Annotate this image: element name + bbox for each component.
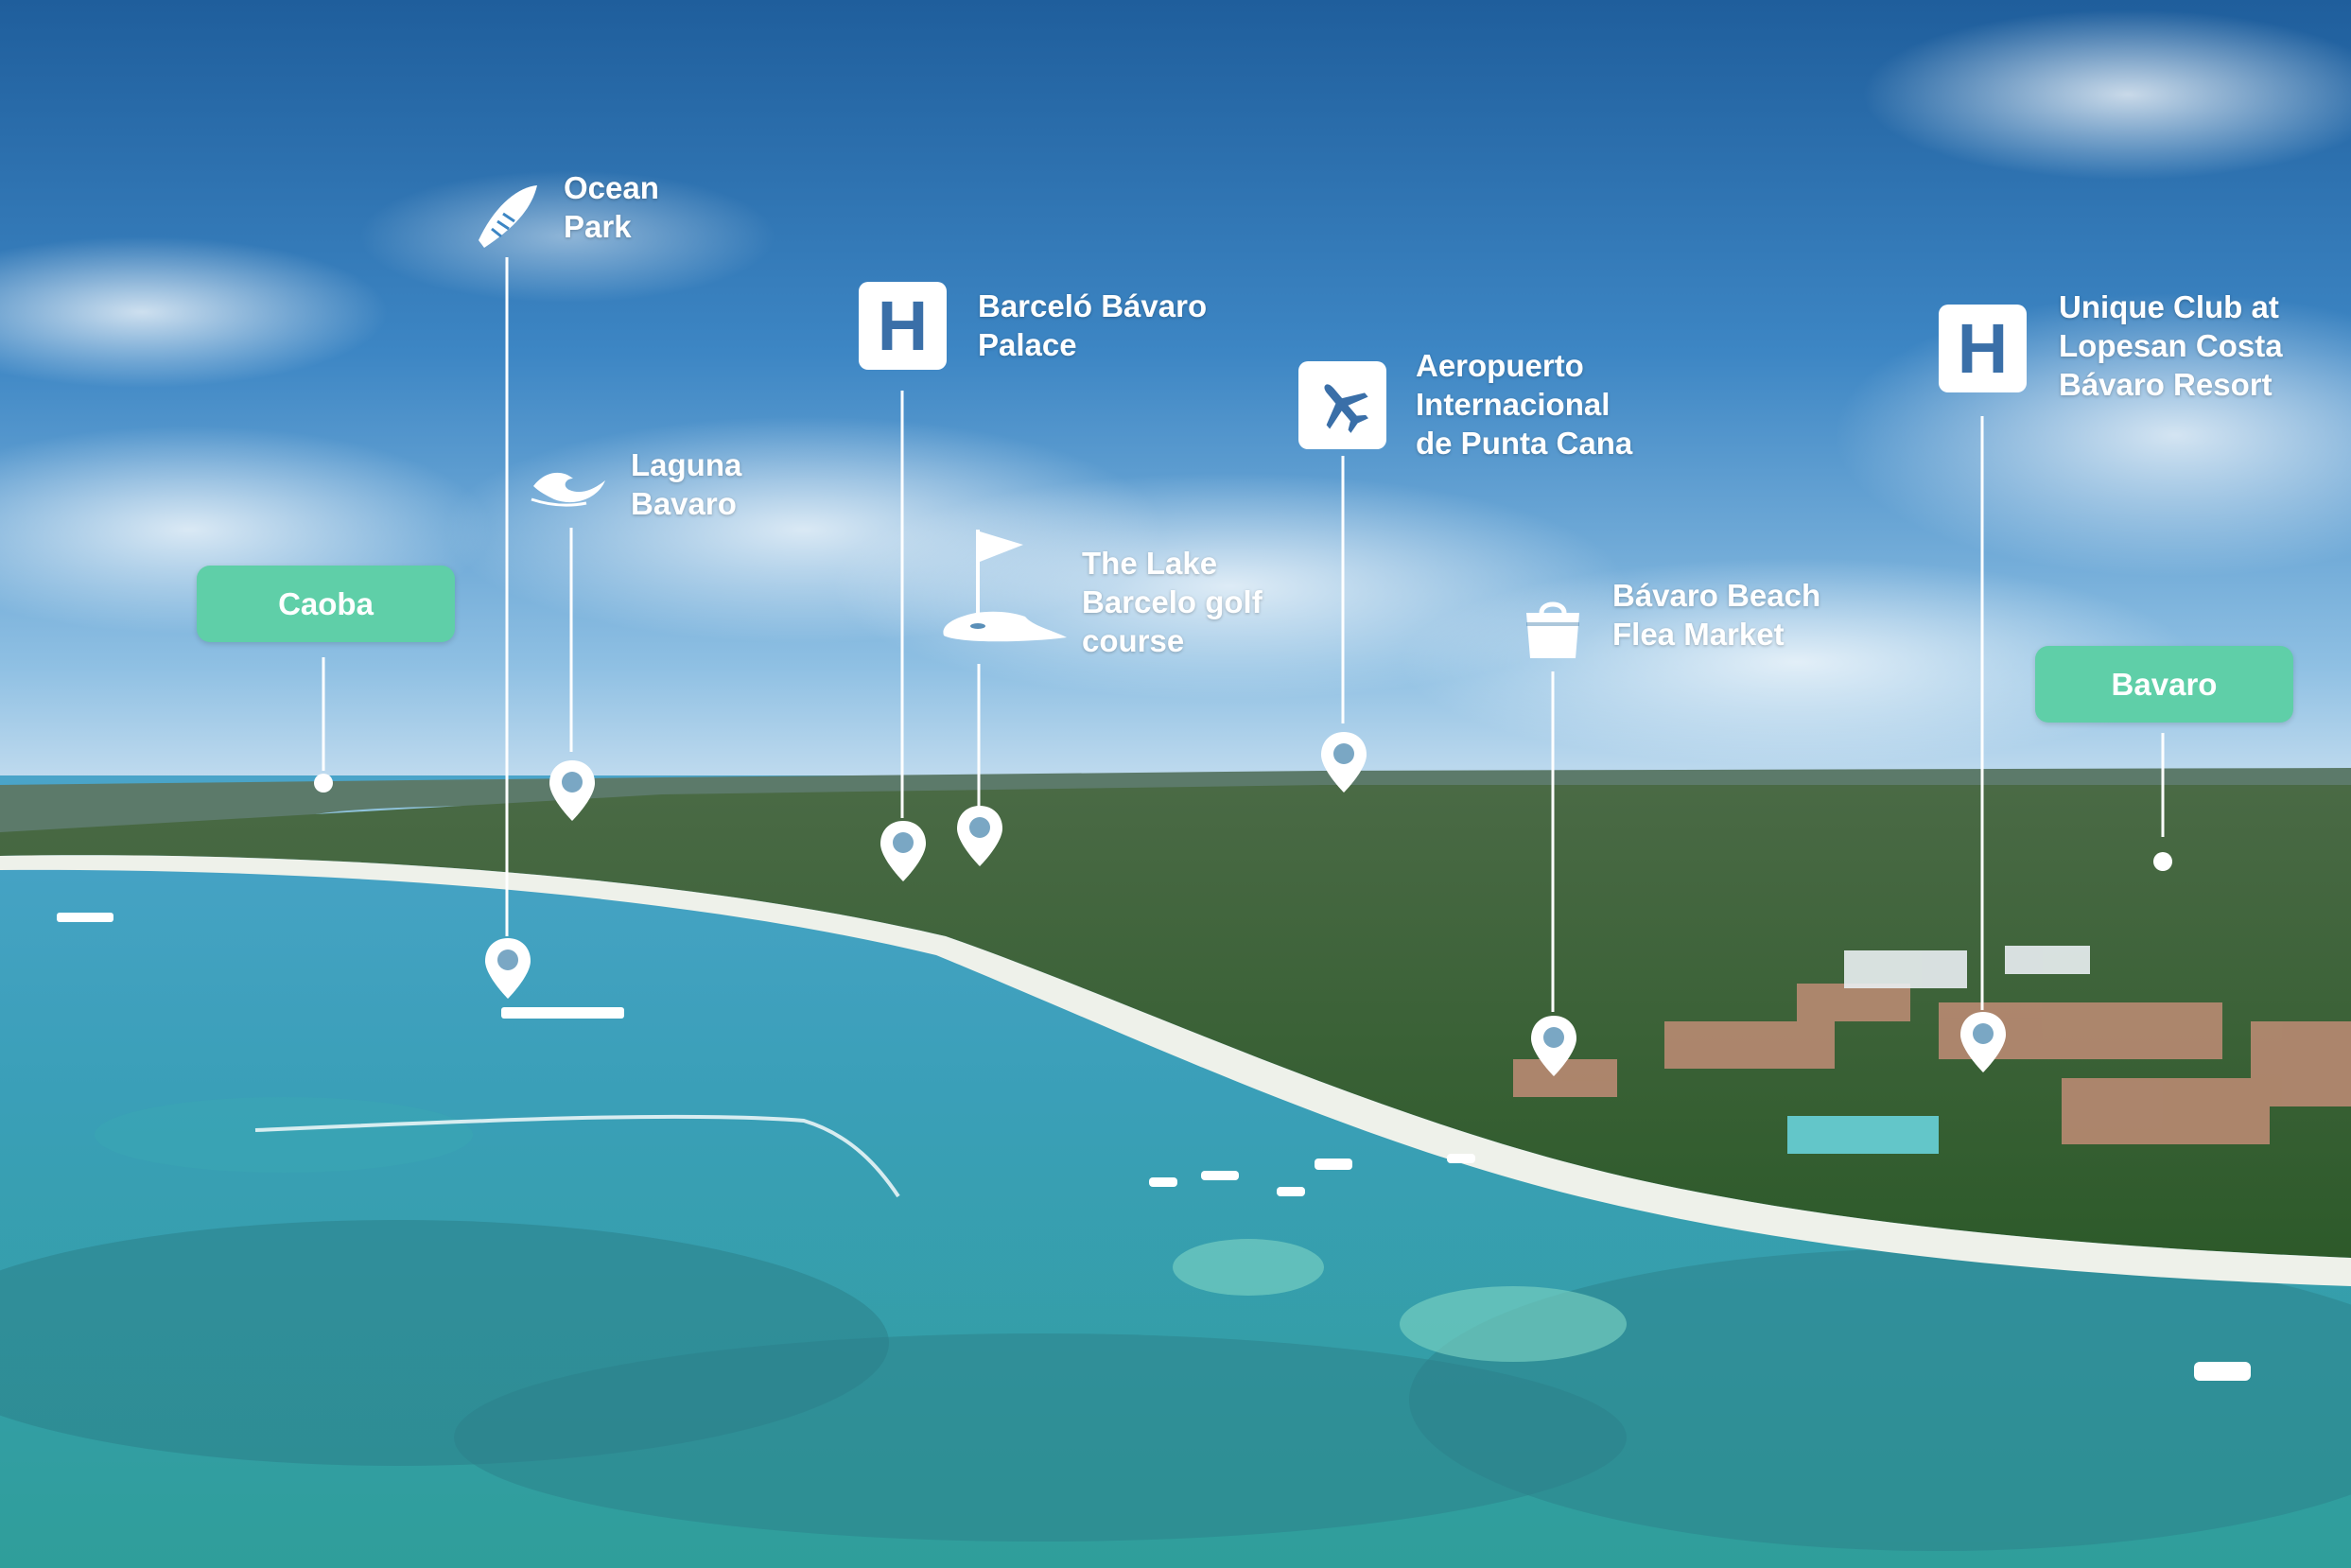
flea-market-pin	[1531, 1016, 1576, 1076]
poi-label-unique-club[interactable]: Unique Club at Lopesan Costa Bávaro Reso…	[2059, 287, 2283, 404]
poi-label-aeropuerto[interactable]: Aeropuerto Internacional de Punta Cana	[1416, 346, 1632, 462]
surfboard-icon	[479, 185, 537, 248]
unique-club-pin	[1960, 1012, 2006, 1072]
poi-label-line: Ocean	[564, 170, 659, 205]
airplane-icon	[1298, 361, 1386, 449]
poi-label-line: Bávaro Beach	[1612, 578, 1821, 613]
laguna-bavaro-pin	[549, 760, 595, 821]
poi-label-line: Laguna	[631, 447, 742, 482]
poi-label-lake-barcelo-golf[interactable]: The Lake Barcelo golf course	[1082, 544, 1263, 660]
poi-label-barcelo-bavaro-palace[interactable]: Barceló Bávaro Palace	[978, 287, 1207, 364]
bavaro-dot	[2153, 852, 2172, 871]
poi-label-line: Bávaro Resort	[2059, 367, 2273, 402]
poi-label-line: Internacional	[1416, 387, 1611, 422]
poi-label-line: Park	[564, 209, 632, 244]
poi-label-line: The Lake	[1082, 546, 1218, 581]
poi-label-ocean-park[interactable]: Ocean Park	[564, 168, 659, 246]
poi-label-line: Bavaro	[631, 486, 737, 521]
poi-label-line: Flea Market	[1612, 617, 1785, 652]
hotel-tile-letter: H	[1957, 308, 2009, 388]
ocean-park-pin	[485, 938, 531, 999]
hotel-icon: H	[859, 282, 947, 370]
poi-label-line: Barceló Bávaro	[978, 288, 1208, 323]
golf-flag-icon	[943, 530, 1067, 642]
aeropuerto-pin	[1321, 732, 1367, 793]
golf-course-pin	[957, 806, 1002, 866]
poi-label-bavaro-flea-market[interactable]: Bávaro Beach Flea Market	[1612, 576, 1820, 653]
poi-label-line: de Punta Cana	[1416, 426, 1633, 461]
airplane-glyph	[1323, 383, 1368, 433]
caoba-dot	[314, 774, 333, 793]
poi-label-line: Lopesan Costa	[2059, 328, 2283, 363]
hotel-tile-letter: H	[877, 286, 929, 365]
wave-icon	[531, 472, 605, 507]
poi-label-line: Palace	[978, 327, 1077, 362]
area-tag-bavaro[interactable]: Bavaro	[2035, 646, 2293, 723]
hotel-icon: H	[1939, 305, 2027, 392]
area-tag-caoba[interactable]: Caoba	[197, 566, 455, 642]
poi-label-line: Unique Club at	[2059, 289, 2279, 324]
poi-label-laguna-bavaro[interactable]: Laguna Bavaro	[631, 445, 741, 523]
poi-label-line: Barcelo golf	[1082, 584, 1263, 619]
shopping-bag-icon	[1526, 601, 1579, 658]
poi-label-line: Aeropuerto	[1416, 348, 1584, 383]
barcelo-palace-pin	[880, 821, 926, 881]
poi-label-line: course	[1082, 623, 1185, 658]
